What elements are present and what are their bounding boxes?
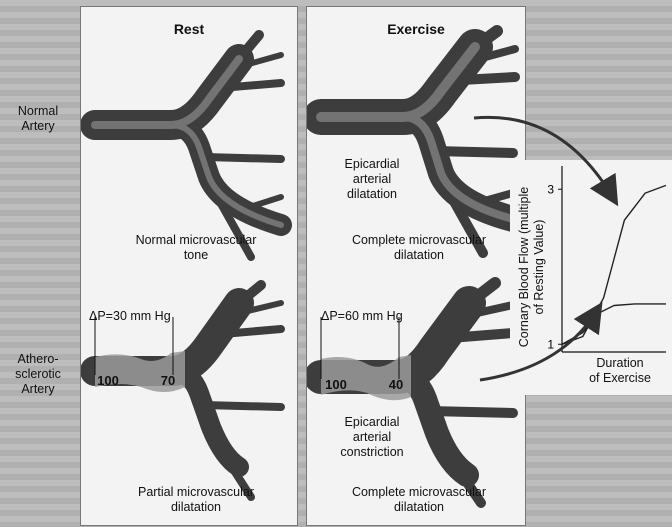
exercise-bottom-caption: Complete microvascular dilatation xyxy=(351,485,487,514)
rest-vessel-diagram xyxy=(81,30,292,501)
rest-plaque xyxy=(95,351,185,392)
rest-pressure-drop: ΔP=30 mm Hg xyxy=(89,309,171,323)
exercise-pressure-drop: ΔP=60 mm Hg xyxy=(321,309,403,323)
rest-title: Rest xyxy=(173,21,205,37)
exercise-top-caption: Complete microvascular dilatation xyxy=(351,233,487,262)
exercise-plaque xyxy=(321,355,411,401)
exercise-panel: Exercise Epicardial arterial dilatation … xyxy=(306,6,526,526)
exercise-vessel-diagram xyxy=(307,25,525,508)
rest-pressure-in: 100 xyxy=(97,373,119,388)
rest-bottom-caption: Partial microvascular dilatation xyxy=(137,485,254,514)
exercise-title: Exercise xyxy=(387,21,445,37)
rest-normal-artery xyxy=(81,30,292,261)
chart-xlabel: Duration of Exercise xyxy=(589,356,651,385)
rest-pressure-out: 70 xyxy=(160,373,176,388)
chart-ytick-label-3: 3 xyxy=(547,182,554,196)
flow-chart: 1 3 Cornary Blood Flow (multiple of Resti… xyxy=(510,160,672,395)
exercise-pressure-out: 40 xyxy=(388,377,404,392)
rest-top-caption: Normal microvascular tone xyxy=(135,233,257,262)
row-label-normal-artery: Normal Artery xyxy=(17,104,59,133)
exercise-normal-artery xyxy=(307,25,525,258)
exercise-bottom-note: Epicardial arterial constriction xyxy=(340,415,404,459)
row-label-atherosclerotic-artery: Athero- sclerotic Artery xyxy=(15,352,61,396)
exercise-top-note: Epicardial arterial dilatation xyxy=(344,157,400,201)
chart-series-1 xyxy=(561,184,667,345)
rest-panel: Rest Normal microvascular tone ΔP=30 mm … xyxy=(80,6,298,526)
chart-ytick-label-1: 1 xyxy=(547,337,554,351)
exercise-pressure-in: 100 xyxy=(325,377,347,392)
chart-ylabel: Cornary Blood Flow (multiple of Resting … xyxy=(517,186,546,348)
